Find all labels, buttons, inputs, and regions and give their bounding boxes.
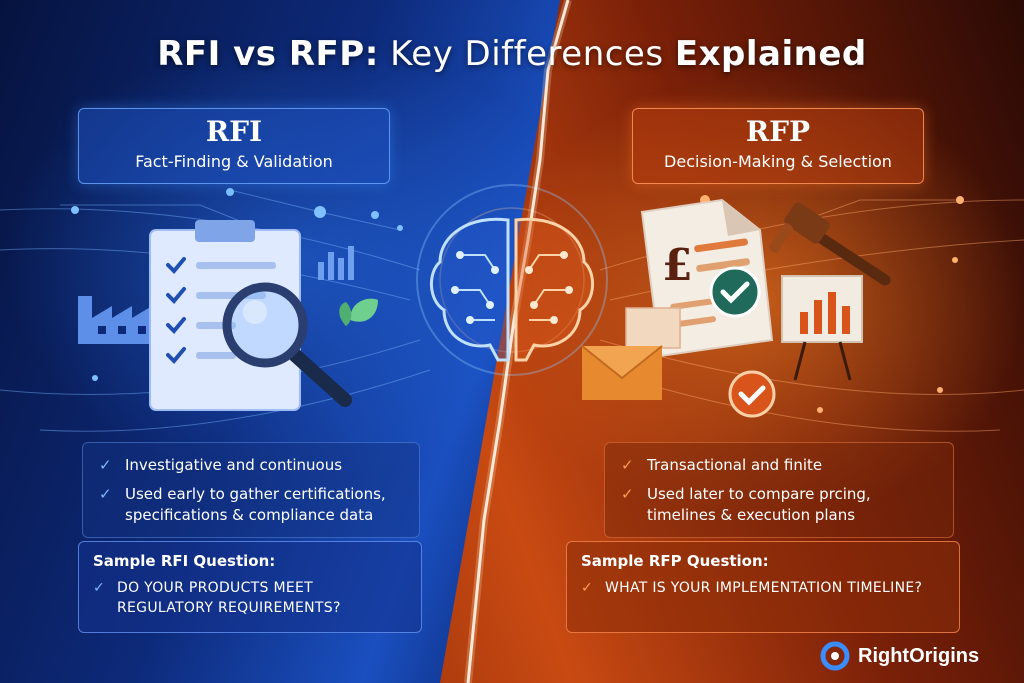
list-item: ✓ Transactional and finite xyxy=(621,455,937,476)
rfp-bullet-1: Transactional and finite xyxy=(647,456,823,474)
bar-chart-icon xyxy=(781,275,863,381)
rfi-subheading: Fact-Finding & Validation xyxy=(135,152,333,171)
rfi-bullet-1: Investigative and continuous xyxy=(125,456,343,474)
list-item: ✓ Investigative and continuous xyxy=(99,455,403,476)
check-icon: ✓ xyxy=(93,580,106,596)
magnifier-icon xyxy=(222,282,352,407)
gavel-icon xyxy=(769,202,891,286)
brain-icon xyxy=(430,217,594,362)
title-part-3: Explained xyxy=(674,34,867,74)
brand-name: RightOrigins xyxy=(858,644,980,667)
currency-symbol: £ xyxy=(662,240,693,291)
rfi-bullet-2: Used early to gather certifications, spe… xyxy=(125,485,386,524)
brand-mark-icon xyxy=(820,641,850,671)
title-part-1: RFI vs RFP: xyxy=(157,34,379,74)
list-item: ✓ Used later to compare prcing, timeline… xyxy=(621,484,937,526)
rfp-bullets: ✓ Transactional and finite ✓ Used later … xyxy=(604,442,954,538)
check-icon: ✓ xyxy=(99,456,112,474)
leaf-icon xyxy=(339,298,378,326)
rfp-sample-box: Sample RFP Question: ✓ WHAT IS YOUR IMPL… xyxy=(566,541,960,633)
check-icon: ✓ xyxy=(581,580,594,596)
rfp-heading: RFP xyxy=(745,115,811,148)
rfi-heading: RFI xyxy=(205,115,263,148)
rfp-subheading: Decision-Making & Selection xyxy=(664,152,892,171)
check-badge-icon xyxy=(709,266,761,318)
rfi-sample-label: Sample RFI Question: xyxy=(93,552,276,570)
rfi-sample-box: Sample RFI Question: ✓ DO YOUR PRODUCTS … xyxy=(78,541,422,633)
rfp-sample-question: WHAT IS YOUR IMPLEMENTATION TIMELINE? xyxy=(605,580,923,596)
rfp-bullet-2: Used later to compare prcing, timelines … xyxy=(647,485,871,524)
brand-logo: RightOrigins xyxy=(820,641,979,671)
rfp-sample-label: Sample RFP Question: xyxy=(581,552,769,570)
rfp-banner: RFP Decision-Making & Selection xyxy=(632,108,924,184)
check-icon: ✓ xyxy=(621,485,634,503)
check-icon xyxy=(728,370,776,418)
rfi-bullets: ✓ Investigative and continuous ✓ Used ea… xyxy=(82,442,420,538)
envelope-icon xyxy=(581,307,681,400)
bar-chart-icon xyxy=(318,246,354,280)
page-title: RFI vs RFP: Key Differences Explained xyxy=(0,34,1024,74)
rfi-banner: RFI Fact-Finding & Validation xyxy=(78,108,390,184)
list-item: ✓ Used early to gather certifications, s… xyxy=(99,484,403,526)
factory-icon xyxy=(78,296,152,344)
check-icon: ✓ xyxy=(621,456,634,474)
rfi-sample-question: DO YOUR PRODUCTS MEET REGULATORY REQUIRE… xyxy=(117,580,341,616)
check-icon: ✓ xyxy=(99,485,112,503)
title-part-2: Key Differences xyxy=(390,34,664,74)
